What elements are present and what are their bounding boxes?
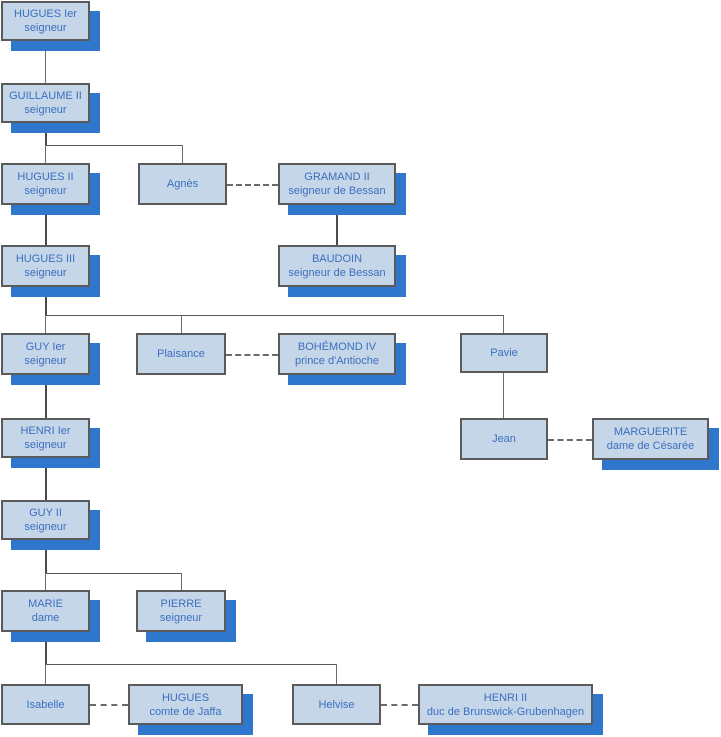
- node-label-line1: Helvise: [318, 698, 355, 711]
- descent-stem-guy2: [45, 540, 47, 574]
- descent-stem-marie: [45, 632, 47, 665]
- node-pierre[interactable]: PIERRE seigneur: [136, 590, 226, 632]
- node-label-line1: MARGUERITE: [613, 426, 688, 438]
- node-henri2[interactable]: HENRI II duc de Brunswick-Grubenhagen: [418, 684, 593, 725]
- node-hugues2[interactable]: HUGUES II seigneur: [1, 163, 90, 205]
- marriage-line-isabelle-huguesjaffa: [90, 704, 128, 706]
- node-label-line1: HUGUES Ier: [14, 8, 77, 20]
- node-label-line1: HENRI II: [483, 691, 528, 704]
- node-label-line1: HUGUES: [161, 691, 210, 704]
- node-label-line2: seigneur: [24, 267, 67, 279]
- marriage-line-plaisance-bohemond4: [226, 354, 278, 356]
- node-marie[interactable]: MARIE dame: [1, 590, 90, 632]
- sibling-bar-hugues3: [45, 315, 504, 316]
- node-label-line2: comte de Jaffa: [149, 705, 222, 718]
- descent-line-hugues1-guillaume2: [45, 41, 46, 83]
- descent-line-to-agnes: [182, 145, 183, 163]
- node-label-line2: dame: [31, 612, 60, 624]
- node-label-line1: Pavie: [490, 347, 518, 359]
- node-guillaume2[interactable]: GUILLAUME II seigneur: [1, 83, 90, 123]
- descent-stem-guillaume2: [45, 123, 47, 146]
- node-label-line2: seigneur: [159, 612, 203, 624]
- node-label-line2: seigneur: [24, 22, 67, 34]
- descent-line-to-marie: [45, 573, 46, 590]
- node-henri1[interactable]: HENRI Ier seigneur: [1, 418, 90, 458]
- sibling-bar-marie: [45, 664, 337, 665]
- descent-line-to-pavie: [503, 315, 504, 333]
- descent-line-henri1-guy2: [45, 458, 47, 500]
- sibling-bar-guy2: [45, 573, 182, 574]
- node-label-line2: seigneur de Bessan: [288, 267, 386, 279]
- node-label-line2: seigneur: [24, 185, 67, 197]
- marriage-line-helvise-henri2: [381, 704, 418, 706]
- descent-line-to-hugues2: [45, 145, 46, 163]
- descent-line-gramand2-baudoin: [336, 205, 338, 245]
- node-label-line1: HUGUES III: [15, 253, 76, 265]
- node-hugues1[interactable]: HUGUES Ier seigneur: [1, 1, 90, 41]
- node-label-line1: HUGUES II: [17, 171, 74, 183]
- node-label-line1: HENRI Ier: [20, 425, 71, 437]
- descent-line-pavie-jean: [503, 373, 504, 418]
- node-agnes[interactable]: Agnès: [138, 163, 227, 205]
- node-label-line1: GRAMAND II: [304, 171, 370, 183]
- node-label-line2: dame de Césarée: [606, 440, 695, 452]
- node-label-line1: GUILLAUME II: [9, 90, 82, 102]
- node-label-line1: GUY Ier: [25, 341, 66, 353]
- node-hugues-jaffa[interactable]: HUGUES comte de Jaffa: [128, 684, 243, 725]
- node-hugues3[interactable]: HUGUES III seigneur: [1, 245, 90, 287]
- descent-line-to-guy1: [45, 315, 46, 333]
- marriage-line-agnes-gramand2: [227, 184, 278, 186]
- node-isabelle[interactable]: Isabelle: [1, 684, 90, 725]
- node-gramand2[interactable]: GRAMAND II seigneur de Bessan: [278, 163, 396, 205]
- node-label-line1: MARIE: [28, 598, 63, 610]
- node-label-line1: Plaisance: [157, 348, 205, 360]
- node-label-line2: seigneur de Bessan: [288, 185, 386, 197]
- descent-stem-hugues3: [45, 287, 47, 316]
- node-marguerite[interactable]: MARGUERITE dame de Césarée: [592, 418, 709, 460]
- node-bohemond4[interactable]: BOHÉMOND IV prince d'Antioche: [278, 333, 396, 375]
- node-baudoin[interactable]: BAUDOIN seigneur de Bessan: [278, 245, 396, 287]
- node-plaisance[interactable]: Plaisance: [136, 333, 226, 375]
- node-label-line2: seigneur: [24, 104, 67, 116]
- descent-line-hugues2-hugues3: [45, 205, 47, 245]
- node-jean[interactable]: Jean: [460, 418, 548, 460]
- node-label-line1: BOHÉMOND IV: [297, 341, 377, 353]
- node-label-line1: Isabelle: [26, 698, 65, 711]
- node-label-line1: PIERRE: [160, 598, 202, 610]
- descent-line-to-plaisance: [181, 315, 182, 333]
- node-guy1[interactable]: GUY Ier seigneur: [1, 333, 90, 375]
- node-helvise[interactable]: Helvise: [292, 684, 381, 725]
- descent-line-to-isabelle: [45, 664, 46, 684]
- node-label-line1: Agnès: [166, 178, 199, 190]
- node-label-line2: prince d'Antioche: [294, 355, 380, 367]
- node-guy2[interactable]: GUY II seigneur: [1, 500, 90, 540]
- marriage-line-jean-marguerite: [548, 439, 592, 441]
- sibling-bar-guillaume2: [45, 145, 183, 146]
- descent-line-to-helvise: [336, 664, 337, 684]
- node-label-line1: Jean: [492, 433, 516, 445]
- descent-line-guy1-henri1: [45, 375, 47, 418]
- node-label-line1: GUY II: [29, 507, 62, 519]
- node-pavie[interactable]: Pavie: [460, 333, 548, 373]
- node-label-line2: duc de Brunswick-Grubenhagen: [426, 705, 585, 718]
- node-label-line2: seigneur: [24, 355, 67, 367]
- descent-line-to-pierre: [181, 573, 182, 590]
- node-label-line2: seigneur: [24, 521, 67, 533]
- node-label-line2: seigneur: [24, 439, 67, 451]
- node-label-line1: BAUDOIN: [311, 253, 363, 265]
